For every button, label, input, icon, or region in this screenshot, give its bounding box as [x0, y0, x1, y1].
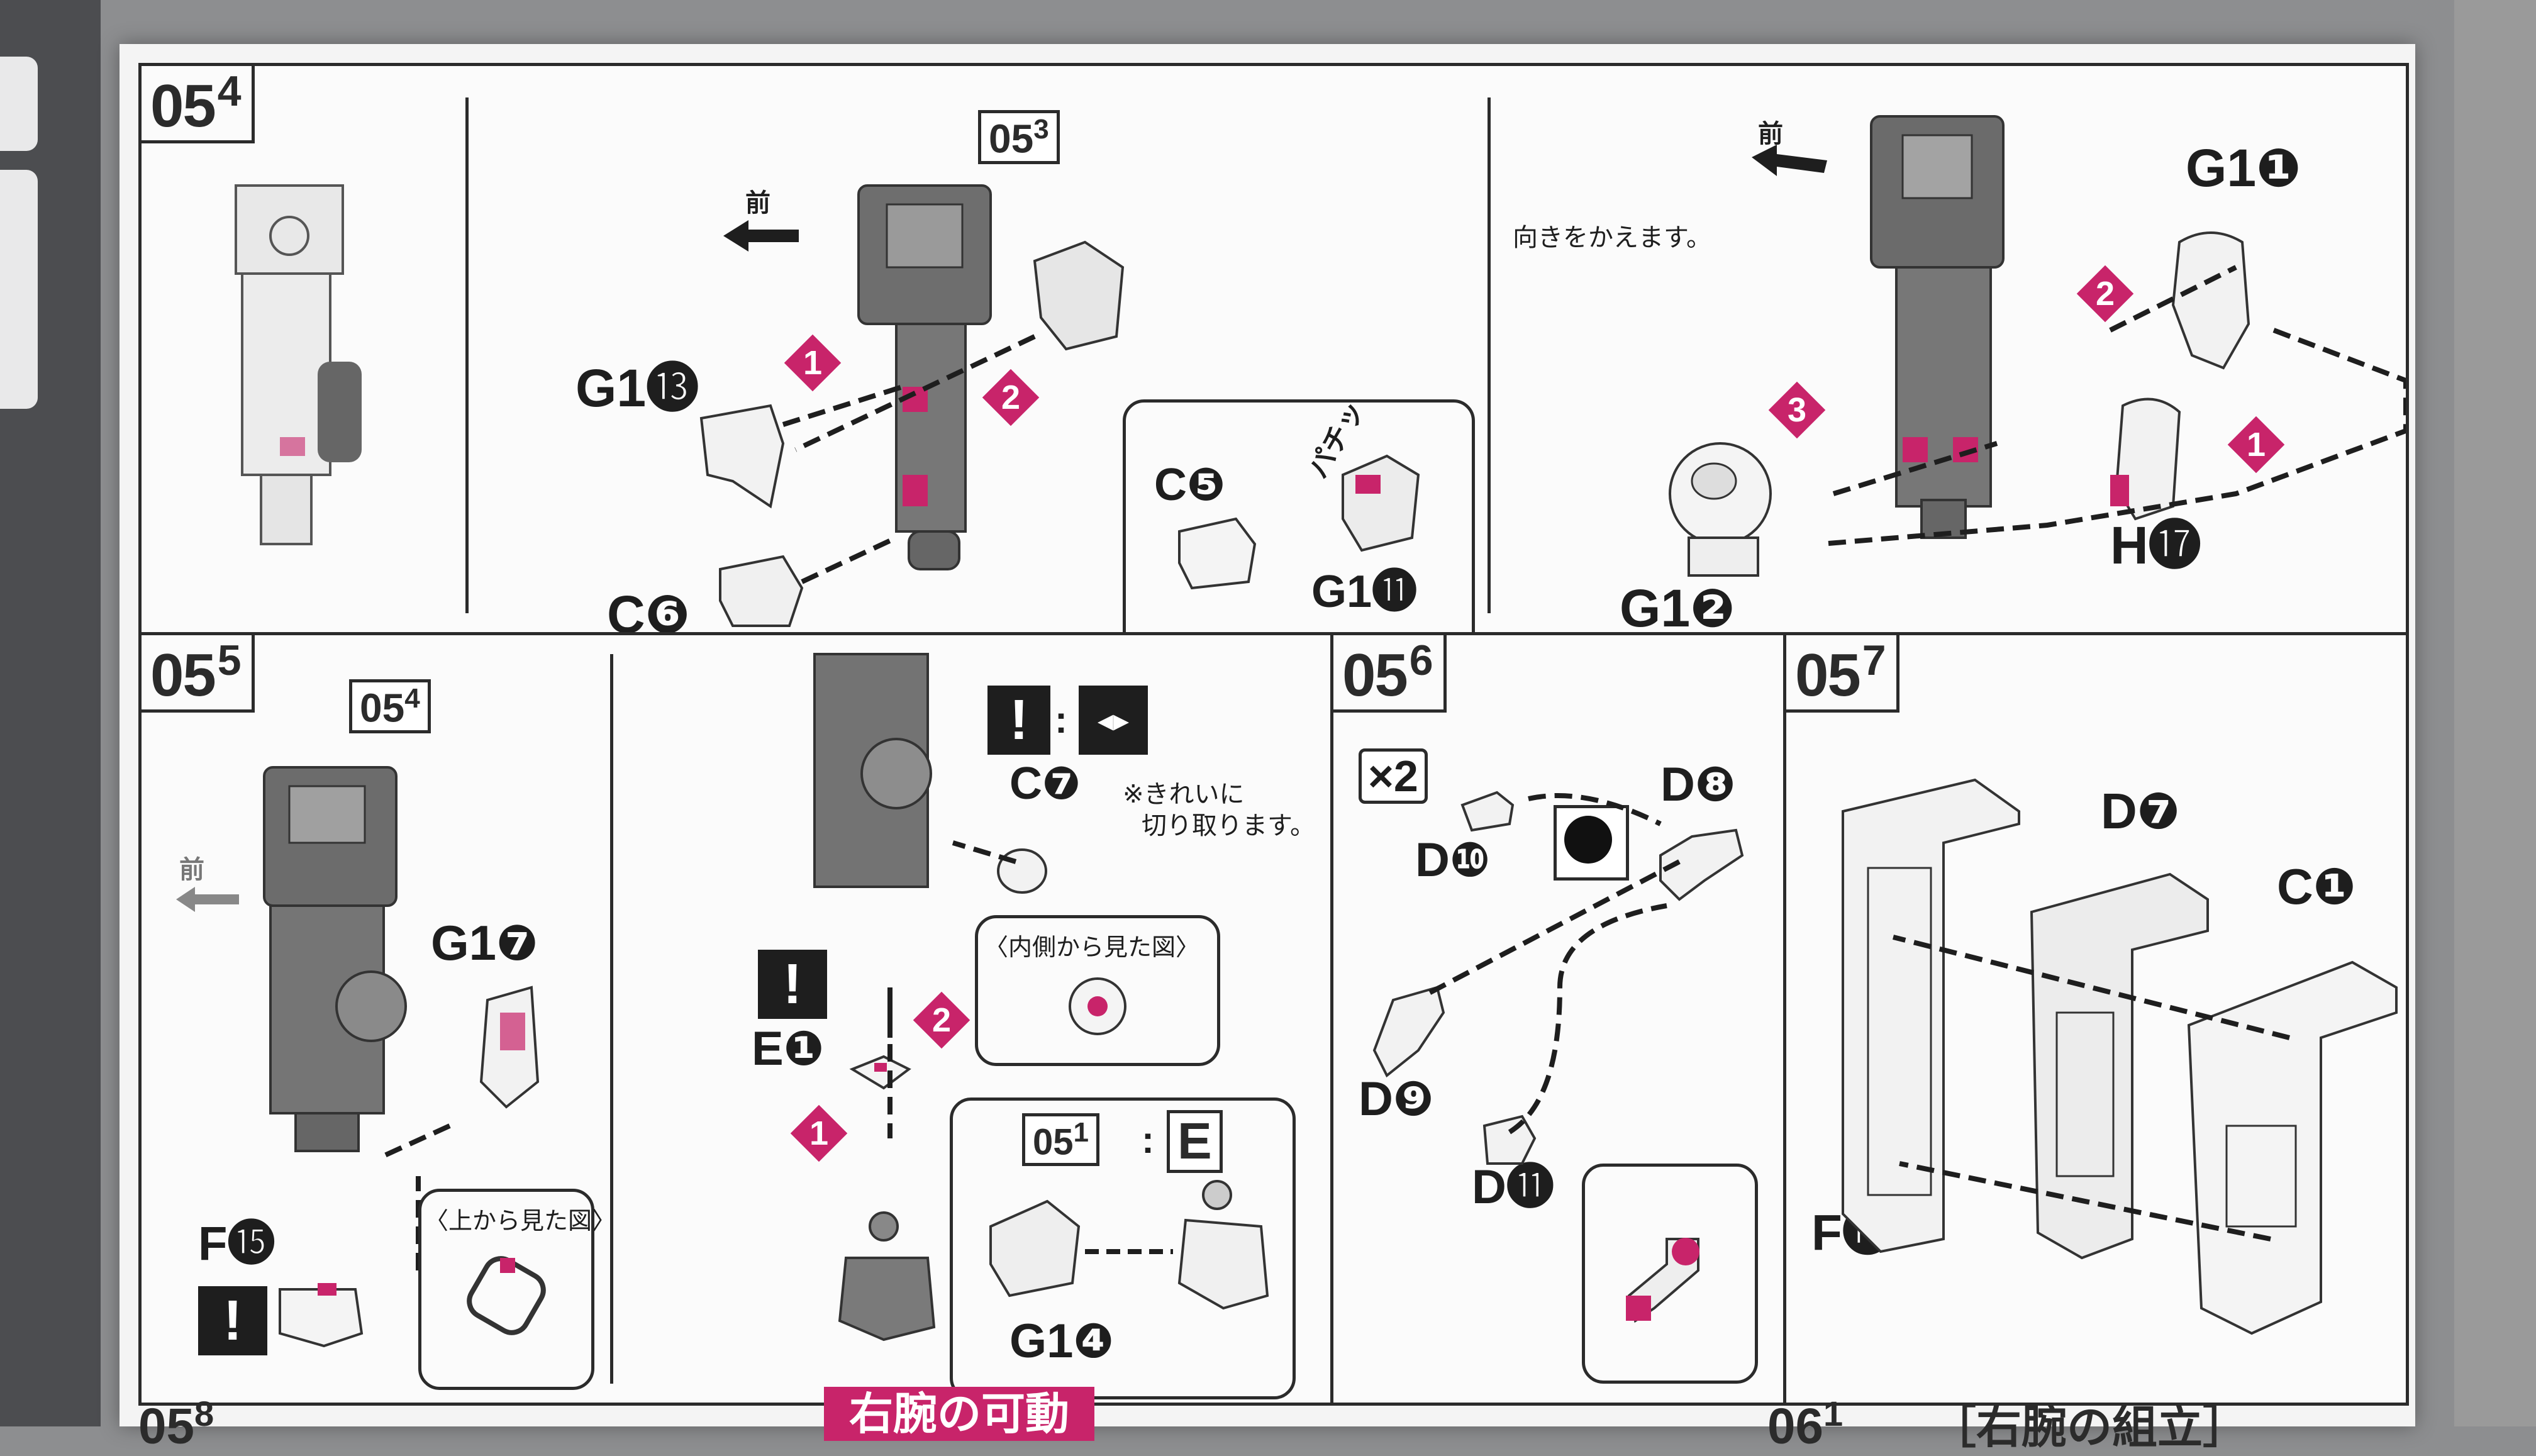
part-c5-detail: [1178, 517, 1257, 590]
step-reference-05-3: 053: [978, 110, 1060, 165]
view-label: 〈内側から見た図〉: [984, 935, 1200, 961]
forearm-lower: [813, 653, 932, 888]
part-label-c5: C❺: [1154, 460, 1225, 510]
hand-joint-part: [838, 1211, 936, 1342]
detail-callout-c5: [1123, 399, 1475, 632]
part-f15: [279, 1283, 364, 1348]
part-d8: [1659, 828, 1744, 901]
part-g1-7: [479, 986, 540, 1109]
step-number-05-5: 055: [142, 635, 255, 713]
rotate-note: 向きをかえます。: [1513, 224, 1711, 252]
step-number-06-1: 061: [1767, 1394, 1844, 1454]
part-c1-frame: [2187, 960, 2398, 1335]
front-arrow-icon: [723, 220, 799, 252]
armor-part-g1-11: [1033, 240, 1125, 351]
upper-arm-part: [857, 184, 992, 570]
panel-step-05-6: 056 ×2 D❽ D❿ D❾ D⓫: [1330, 632, 1786, 1406]
part-g1-11-detail: [1342, 454, 1420, 552]
page-tab: [0, 170, 38, 409]
caution-icon: !: [758, 950, 827, 1019]
step-reference-05-1: 051: [1022, 1113, 1099, 1167]
view-label: 〈上から見た図〉: [425, 1208, 616, 1235]
step-number-05-8: 058: [138, 1394, 214, 1454]
front-arrow-icon: [1752, 145, 1827, 176]
front-label: 前: [179, 856, 204, 884]
part-label-g1-4: G1❹: [1009, 1314, 1114, 1368]
part-label-c6: C❻: [607, 585, 690, 635]
caution-icon: !: [198, 1286, 267, 1355]
assembly-arrows: [887, 840, 1017, 1138]
assembled-arm-preview: [235, 184, 362, 545]
part-c6: [719, 555, 804, 627]
assembly-arrow: [1085, 1249, 1173, 1254]
part-label-d8: D❽: [1660, 758, 1736, 811]
colon: :: [1142, 1119, 1154, 1161]
part-h17: [2110, 397, 2181, 521]
part-label-d7: D❼: [2101, 783, 2180, 839]
page-gutter-left: [0, 0, 101, 1426]
part-label-f15: F⓯: [198, 1217, 275, 1270]
order-marker-1: 1: [790, 1104, 848, 1162]
joint-inside-view: [1069, 977, 1126, 1035]
part-label-g1-2: G1❷: [1620, 579, 1735, 635]
part-d10: [1460, 791, 1515, 832]
step-number-05-4: 054: [142, 66, 255, 143]
caution-icon: !: [987, 686, 1050, 755]
panel-step-05-7: 057 D❼ C❶ F⓰: [1783, 632, 2409, 1406]
part-label-d10: D❿: [1415, 833, 1491, 887]
divider: [610, 654, 613, 1384]
forearm-part: [1870, 115, 2005, 539]
divider: [1488, 97, 1491, 613]
part-label-d11: D⓫: [1472, 1160, 1554, 1214]
front-label: 前: [1758, 120, 1783, 148]
instruction-sheet: 08-1 05-7 054 053 前: [120, 44, 2415, 1454]
part-label-g1-13: G1⓭: [576, 358, 699, 418]
cut-note-line-2: 切り取ります。: [1142, 812, 1315, 840]
page-gutter-right: [2454, 0, 2536, 1426]
step-number-05-6: 056: [1333, 635, 1447, 713]
hand-joint-result: [1177, 1180, 1269, 1310]
elbow-assembly: [263, 766, 407, 1152]
part-label-c1: C❶: [2277, 859, 2356, 914]
section-title-right-arm-movement: 右腕の可動: [824, 1387, 1094, 1441]
step-number-05-7: 057: [1786, 635, 1899, 713]
quantity-multiplier: ×2: [1359, 748, 1428, 804]
part-g1-2: [1669, 442, 1772, 577]
panel-step-05-4: 054 053 前: [138, 63, 2409, 635]
assembly-arrows: [782, 334, 1036, 584]
part-label-h17: H⓱: [2110, 516, 2201, 575]
cut-note-line-1: ※きれいに: [1123, 781, 1245, 808]
page-tab: [0, 57, 38, 151]
part-label-e1: E❶: [752, 1022, 825, 1075]
part-g1-4: [989, 1199, 1081, 1298]
runner-e-label: E: [1167, 1110, 1223, 1173]
front-label: 前: [745, 189, 770, 217]
black-dot-indicator: [1554, 805, 1629, 881]
part-e1: [849, 1055, 911, 1090]
joint-detail: [1626, 1238, 1699, 1323]
cut-flush-icon: ◂▸: [1079, 686, 1148, 755]
part-label-d9: D❾: [1359, 1072, 1434, 1126]
detail-callout-top-view: [418, 1189, 594, 1390]
part-label-g1-7: G1❼: [431, 915, 538, 970]
assembly-arrows: [1820, 265, 2406, 547]
section-title-right-arm-assembly: ［右腕の組立］: [1931, 1403, 2249, 1453]
divider: [465, 97, 469, 613]
part-label-g1-1: G1❶: [2186, 138, 2301, 197]
part-g1-1: [2171, 231, 2250, 370]
front-arrow-icon: [176, 887, 239, 912]
armor-part-g1-13: [699, 404, 785, 509]
part-label-g1-11: G1⓫: [1311, 567, 1418, 617]
ring-part-top-view: [467, 1256, 546, 1335]
panel-step-05-5: 055 054 前 G1❼ F⓯ !: [138, 632, 1333, 1406]
assembly-arrows: [1893, 935, 2290, 1242]
part-d11: [1482, 1114, 1537, 1165]
part-label-c7: C❼: [1009, 759, 1081, 809]
part-d7-plate: [2030, 872, 2209, 1260]
assembly-arrows: [1426, 793, 1681, 1135]
colon: :: [1055, 699, 1067, 741]
step-reference-05-4: 054: [349, 679, 431, 734]
part-f16-frame: [1842, 778, 2020, 1253]
